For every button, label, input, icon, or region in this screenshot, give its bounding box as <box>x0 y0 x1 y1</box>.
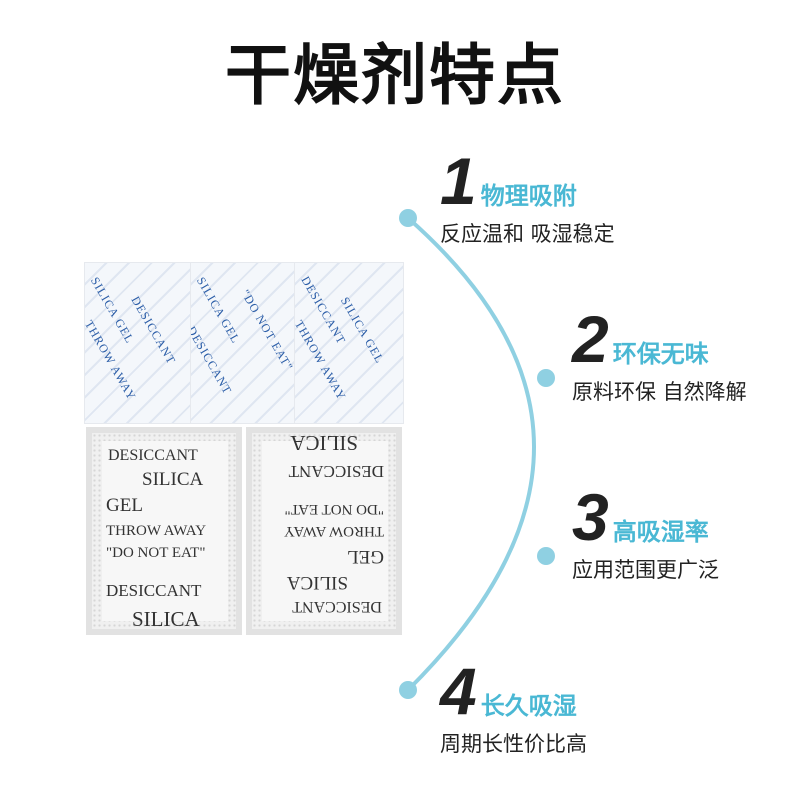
feature-title: 高吸湿率 <box>612 518 709 546</box>
feature-number: 4 <box>440 654 477 728</box>
feature-desc: 反应温和 吸湿稳定 <box>440 222 615 246</box>
white-packet: DESICCANT SILICA GEL THROW AWAY "DO NOT … <box>246 427 402 635</box>
blue-print-packet: SILICA GEL DESICCANT THROW AWAY <box>84 262 194 424</box>
feature-title: 长久吸湿 <box>480 692 577 720</box>
feature-desc: 周期长性价比高 <box>440 732 587 756</box>
feature-2: 2 环保无味 原料环保 自然降解 <box>572 306 747 406</box>
white-packet: DESICCANT SILICA GEL THROW AWAY "DO NOT … <box>86 427 242 635</box>
feature-title: 物理吸附 <box>480 182 577 210</box>
feature-number: 3 <box>572 480 609 554</box>
timeline-dot-4 <box>399 681 417 699</box>
feature-desc: 应用范围更广泛 <box>572 558 719 582</box>
desiccant-packets-photo: SILICA GEL DESICCANT THROW AWAY SILICA G… <box>78 262 406 642</box>
feature-1: 1 物理吸附 反应温和 吸湿稳定 <box>440 148 615 248</box>
blue-print-packet: SILICA GEL "DO NOT EAT" DESICCANT <box>190 262 300 424</box>
feature-4: 4 长久吸湿 周期长性价比高 <box>440 658 587 758</box>
feature-number: 2 <box>572 302 609 376</box>
feature-desc: 原料环保 自然降解 <box>572 380 747 404</box>
feature-number: 1 <box>440 144 477 218</box>
timeline-dot-3 <box>537 547 555 565</box>
timeline-dot-1 <box>399 209 417 227</box>
blue-print-packet: DESICCANT SILICA GEL THROW AWAY <box>294 262 404 424</box>
feature-3: 3 高吸湿率 应用范围更广泛 <box>572 484 719 584</box>
feature-title: 环保无味 <box>612 340 709 368</box>
page-title: 干燥剂特点 <box>225 37 565 114</box>
timeline-dot-2 <box>537 369 555 387</box>
